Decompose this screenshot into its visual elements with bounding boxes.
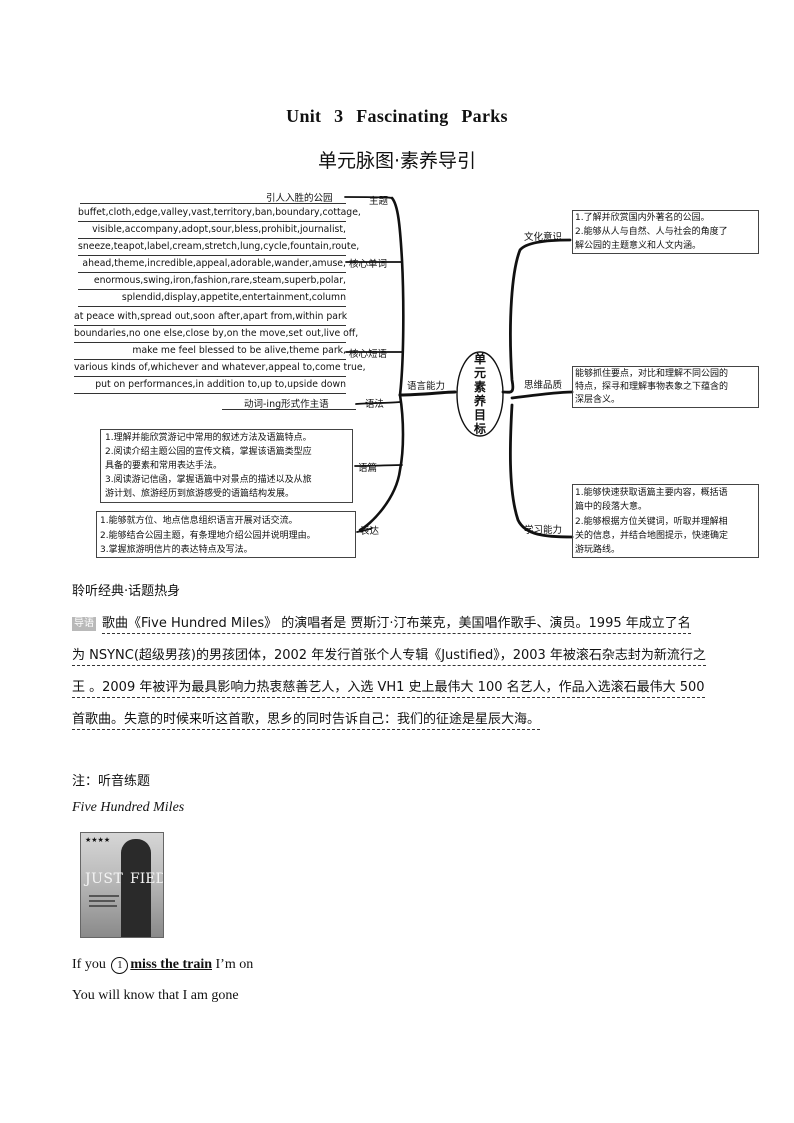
grammar-text: 动词-ing形式作主语 [244,396,329,410]
discourse-line: 3.阅读游记信函，掌握语篇中对景点的描述以及从旅 [105,474,312,488]
vocab-list: buffet,cloth,edge,valley,vast,territory,… [78,205,346,307]
intro-line: 王 。2009 年被评为最具影响力热衷慈善艺人，入选 VH1 史上最伟大 100… [72,680,705,698]
intro-tag: 导语 [72,617,96,631]
learning-line: 1.能够快速获取语篇主要内容，概括语 [575,487,728,501]
phrase-list: at peace with,spread out,soon after,apar… [74,309,346,394]
discourse-line: 2.阅读介绍主题公园的宣传文稿，掌握该语篇类型应 [105,446,312,460]
lyric-line-2: You will know that I am gone [72,988,239,1004]
label-thinking-quality: 思维品质 [524,377,562,391]
album-rating: ★★★★ [85,836,110,844]
intro-line: 为 NSYNC(超级男孩)的男孩团体，2002 年发行首张个人专辑《Justif… [72,648,706,666]
thinking-box: 能够抓住要点，对比和理解不同公园的 特点，探寻和理解事物表象之下蕴含的 深层含义… [572,366,759,408]
label-grammar: 语法 [365,396,384,410]
expression-box: 1.能够就方位、地点信息组织语言开展对话交流。 2.能够结合公园主题，有条理地介… [96,511,356,558]
phrase-line: at peace with,spread out,soon after,apar… [74,309,346,326]
label-language-ability: 语言能力 [407,378,445,392]
culture-box: 1.了解并欣赏国内外著名的公园。 2.能够从人与自然、人与社会的角度了 解公园的… [572,210,759,254]
label-learning-ability: 学习能力 [524,522,562,536]
mind-map-center: 单 元 素 养 目 标 [466,352,494,436]
lyric-text: I’m on [212,957,253,972]
blank-answer: miss the train [130,957,212,972]
vocab-line: visible,accompany,adopt,sour,bless,prohi… [78,222,346,239]
vocab-line: splendid,display,appetite,entertainment,… [78,290,346,307]
label-theme: 主题 [369,193,388,207]
expression-line: 2.能够结合公园主题，有条理地介绍公园并说明理由。 [100,529,316,543]
album-caption-line [89,895,119,897]
album-caption-line [89,905,117,907]
note-label: 注：听音练题 [72,770,150,789]
thinking-line: 特点，探寻和理解事物表象之下蕴含的 [575,381,728,394]
expression-line: 3.掌握旅游明信片的表达特点及写法。 [100,543,253,557]
learning-line: 游玩路线。 [575,544,620,558]
thinking-line: 能够抓住要点，对比和理解不同公园的 [575,368,728,381]
discourse-line: 游计划、旅游经历到旅游感受的语篇结构发展。 [105,488,294,502]
intro-line: 歌曲《Five Hundred Miles》 的演唱者是 贾斯汀·汀布莱克，美国… [102,616,691,634]
label-core-vocab: 核心单词 [349,256,387,270]
album-figure [121,839,151,937]
culture-line: 解公园的主题意义和人文内涵。 [575,240,701,254]
lyric-text: If you [72,957,109,972]
learning-line: 篇中的段落大意。 [575,501,647,515]
learning-line: 关的信息，并结合地图提示，快速确定 [575,530,728,544]
intro-line: 首歌曲。失意的时候来听这首歌，思乡的同时告诉自己：我们的征途是星辰大海。 [72,712,540,730]
culture-line: 2.能够从人与自然、人与社会的角度了 [575,226,728,240]
theme-text: 引人入胜的公园 [266,190,333,204]
intro-paragraph: 导语歌曲《Five Hundred Miles》 的演唱者是 贾斯汀·汀布莱克，… [72,612,732,740]
vocab-line: sneeze,teapot,label,cream,stretch,lung,c… [78,239,346,256]
grammar-underline [222,409,356,410]
thinking-line: 深层含义。 [575,394,620,407]
album-cover-image: ★★★★ JUST FIED [80,832,164,938]
label-expression: 表达 [360,523,379,537]
vocab-line: buffet,cloth,edge,valley,vast,territory,… [78,205,346,222]
phrase-line: put on performances,in addition to,up to… [74,377,346,394]
album-title-right: FIED [130,871,164,887]
discourse-box: 1.理解并能欣赏游记中常用的叙述方法及语篇特点。 2.阅读介绍主题公园的宣传文稿… [100,429,353,503]
learning-line: 2.能够根据方位关键词，听取并理解相 [575,516,728,530]
theme-underline [80,203,346,204]
phrase-line: various kinds of,whichever and whatever,… [74,360,346,377]
culture-line: 1.了解并欣赏国内外著名的公园。 [575,212,710,226]
phrase-line: boundaries,no one else,close by,on the m… [74,326,346,343]
label-core-phrases: 核心短语 [349,346,387,360]
learning-box: 1.能够快速获取语篇主要内容，概括语 篇中的段落大意。 2.能够根据方位关键词，… [572,484,759,558]
vocab-line: ahead,theme,incredible,appeal,adorable,w… [78,256,346,273]
phrase-line: make me feel blessed to be alive,theme p… [74,343,346,360]
label-cultural-awareness: 文化意识 [524,229,562,243]
album-caption-line [89,900,115,902]
section-heading-listen: 聆听经典·话题热身 [72,580,180,599]
label-discourse: 语篇 [358,460,377,474]
discourse-line: 具备的要素和常用表达手法。 [105,460,222,474]
discourse-line: 1.理解并能欣赏游记中常用的叙述方法及语篇特点。 [105,432,312,446]
expression-line: 1.能够就方位、地点信息组织语言开展对话交流。 [100,514,298,528]
blank-number: 1 [111,957,128,974]
vocab-line: enormous,swing,iron,fashion,rare,steam,s… [78,273,346,290]
album-title-left: JUST [85,871,123,887]
song-title: Five Hundred Miles [72,800,184,816]
